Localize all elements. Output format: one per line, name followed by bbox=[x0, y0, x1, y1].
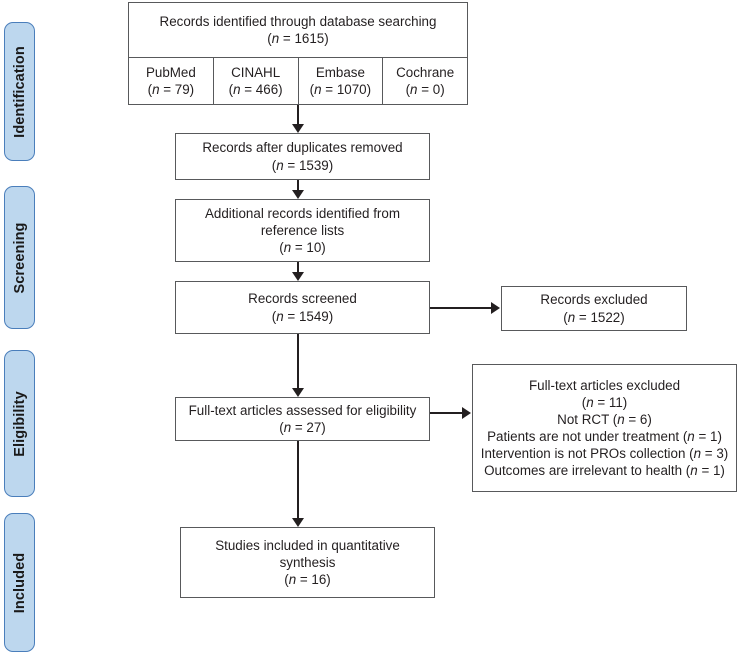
connector-fulltext-to-included bbox=[297, 441, 299, 520]
connector-screened-to-excluded bbox=[430, 307, 492, 309]
studies-included-line2: synthesis bbox=[279, 554, 336, 570]
arrowhead-duplicates-to-additional bbox=[292, 190, 304, 199]
database-cell-cochrane: Cochrane (n = 0) bbox=[383, 58, 467, 104]
box-records-after-duplicates: Records after duplicates removed (n = 15… bbox=[175, 133, 430, 180]
database-name-cochrane: Cochrane bbox=[396, 64, 455, 80]
records-excluded-title: Records excluded bbox=[540, 292, 648, 308]
database-count-cochrane: (n = 0) bbox=[405, 82, 445, 97]
connector-duplicates-to-additional bbox=[297, 180, 299, 193]
database-name-embase: Embase bbox=[315, 64, 365, 80]
stage-label-screening: Screening bbox=[11, 221, 28, 294]
duplicates-removed-title: Records after duplicates removed bbox=[202, 140, 403, 156]
database-cell-pubmed: PubMed (n = 79) bbox=[129, 58, 214, 104]
stage-label-eligibility: Eligibility bbox=[11, 390, 28, 457]
fulltext-excluded-count: (n = 11) bbox=[581, 394, 628, 410]
database-count-embase: (n = 1070) bbox=[309, 82, 372, 97]
stage-band-identification: Identification bbox=[4, 22, 35, 161]
database-breakdown-table: PubMed (n = 79) CINAHL (n = 466) Embase … bbox=[128, 57, 468, 105]
records-screened-count: (n = 1549) bbox=[271, 308, 334, 324]
records-screened-title: Records screened bbox=[248, 291, 357, 307]
records-identified-count: (n = 1615) bbox=[267, 31, 329, 46]
connector-screened-to-fulltext bbox=[297, 334, 299, 390]
box-fulltext-excluded: Full-text articles excluded (n = 11) Not… bbox=[472, 364, 737, 492]
fulltext-assessed-count: (n = 27) bbox=[279, 420, 326, 435]
database-count-cinahl: (n = 466) bbox=[228, 82, 283, 97]
fulltext-assessed-title: Full-text articles assessed for eligibil… bbox=[188, 402, 417, 418]
arrowhead-identified-to-duplicates bbox=[292, 124, 304, 133]
database-name-cinahl: CINAHL bbox=[231, 64, 281, 80]
arrowhead-fulltext-to-excluded bbox=[462, 407, 471, 419]
box-records-identified: Records identified through database sear… bbox=[128, 2, 468, 57]
fulltext-excluded-reason-3: Intervention is not PROs collection (n =… bbox=[480, 446, 729, 462]
connector-fulltext-to-excluded bbox=[430, 412, 463, 414]
connector-identified-to-duplicates bbox=[297, 105, 299, 127]
stage-band-screening: Screening bbox=[4, 186, 35, 329]
arrowhead-fulltext-to-included bbox=[292, 518, 304, 527]
stage-label-included: Included bbox=[11, 552, 28, 613]
stage-band-included: Included bbox=[4, 513, 35, 652]
additional-records-line1: Additional records identified from bbox=[204, 205, 400, 221]
stage-band-eligibility: Eligibility bbox=[4, 350, 35, 497]
additional-records-line2: reference lists bbox=[260, 222, 345, 238]
additional-records-count: (n = 10) bbox=[279, 240, 326, 256]
arrowhead-screened-to-excluded bbox=[491, 302, 500, 314]
stage-label-identification: Identification bbox=[11, 45, 28, 138]
fulltext-excluded-title: Full-text articles excluded bbox=[528, 377, 681, 393]
box-additional-records: Additional records identified from refer… bbox=[175, 199, 430, 262]
studies-included-count: (n = 16) bbox=[284, 572, 331, 588]
arrowhead-screened-to-fulltext bbox=[292, 388, 304, 397]
box-records-excluded: Records excluded (n = 1522) bbox=[501, 286, 687, 331]
connector-additional-to-screened bbox=[297, 262, 299, 275]
arrowhead-additional-to-screened bbox=[292, 272, 304, 281]
database-cell-embase: Embase (n = 1070) bbox=[298, 58, 384, 104]
box-studies-included: Studies included in quantitative synthes… bbox=[180, 527, 435, 598]
fulltext-excluded-reason-2: Patients are not under treatment (n = 1) bbox=[487, 429, 722, 444]
fulltext-excluded-reason-4: Outcomes are irrelevant to health (n = 1… bbox=[484, 463, 725, 479]
records-identified-title: Records identified through database sear… bbox=[159, 13, 437, 29]
box-fulltext-assessed: Full-text articles assessed for eligibil… bbox=[175, 397, 430, 441]
box-records-screened: Records screened (n = 1549) bbox=[175, 281, 430, 334]
fulltext-excluded-reason-1: Not RCT (n = 6) bbox=[557, 411, 652, 427]
database-cell-cinahl: CINAHL (n = 466) bbox=[213, 58, 299, 104]
studies-included-line1: Studies included in quantitative bbox=[215, 537, 400, 553]
duplicates-removed-count: (n = 1539) bbox=[271, 157, 334, 173]
database-name-pubmed: PubMed bbox=[145, 64, 196, 80]
records-excluded-count: (n = 1522) bbox=[563, 309, 625, 325]
database-count-pubmed: (n = 79) bbox=[147, 82, 195, 97]
